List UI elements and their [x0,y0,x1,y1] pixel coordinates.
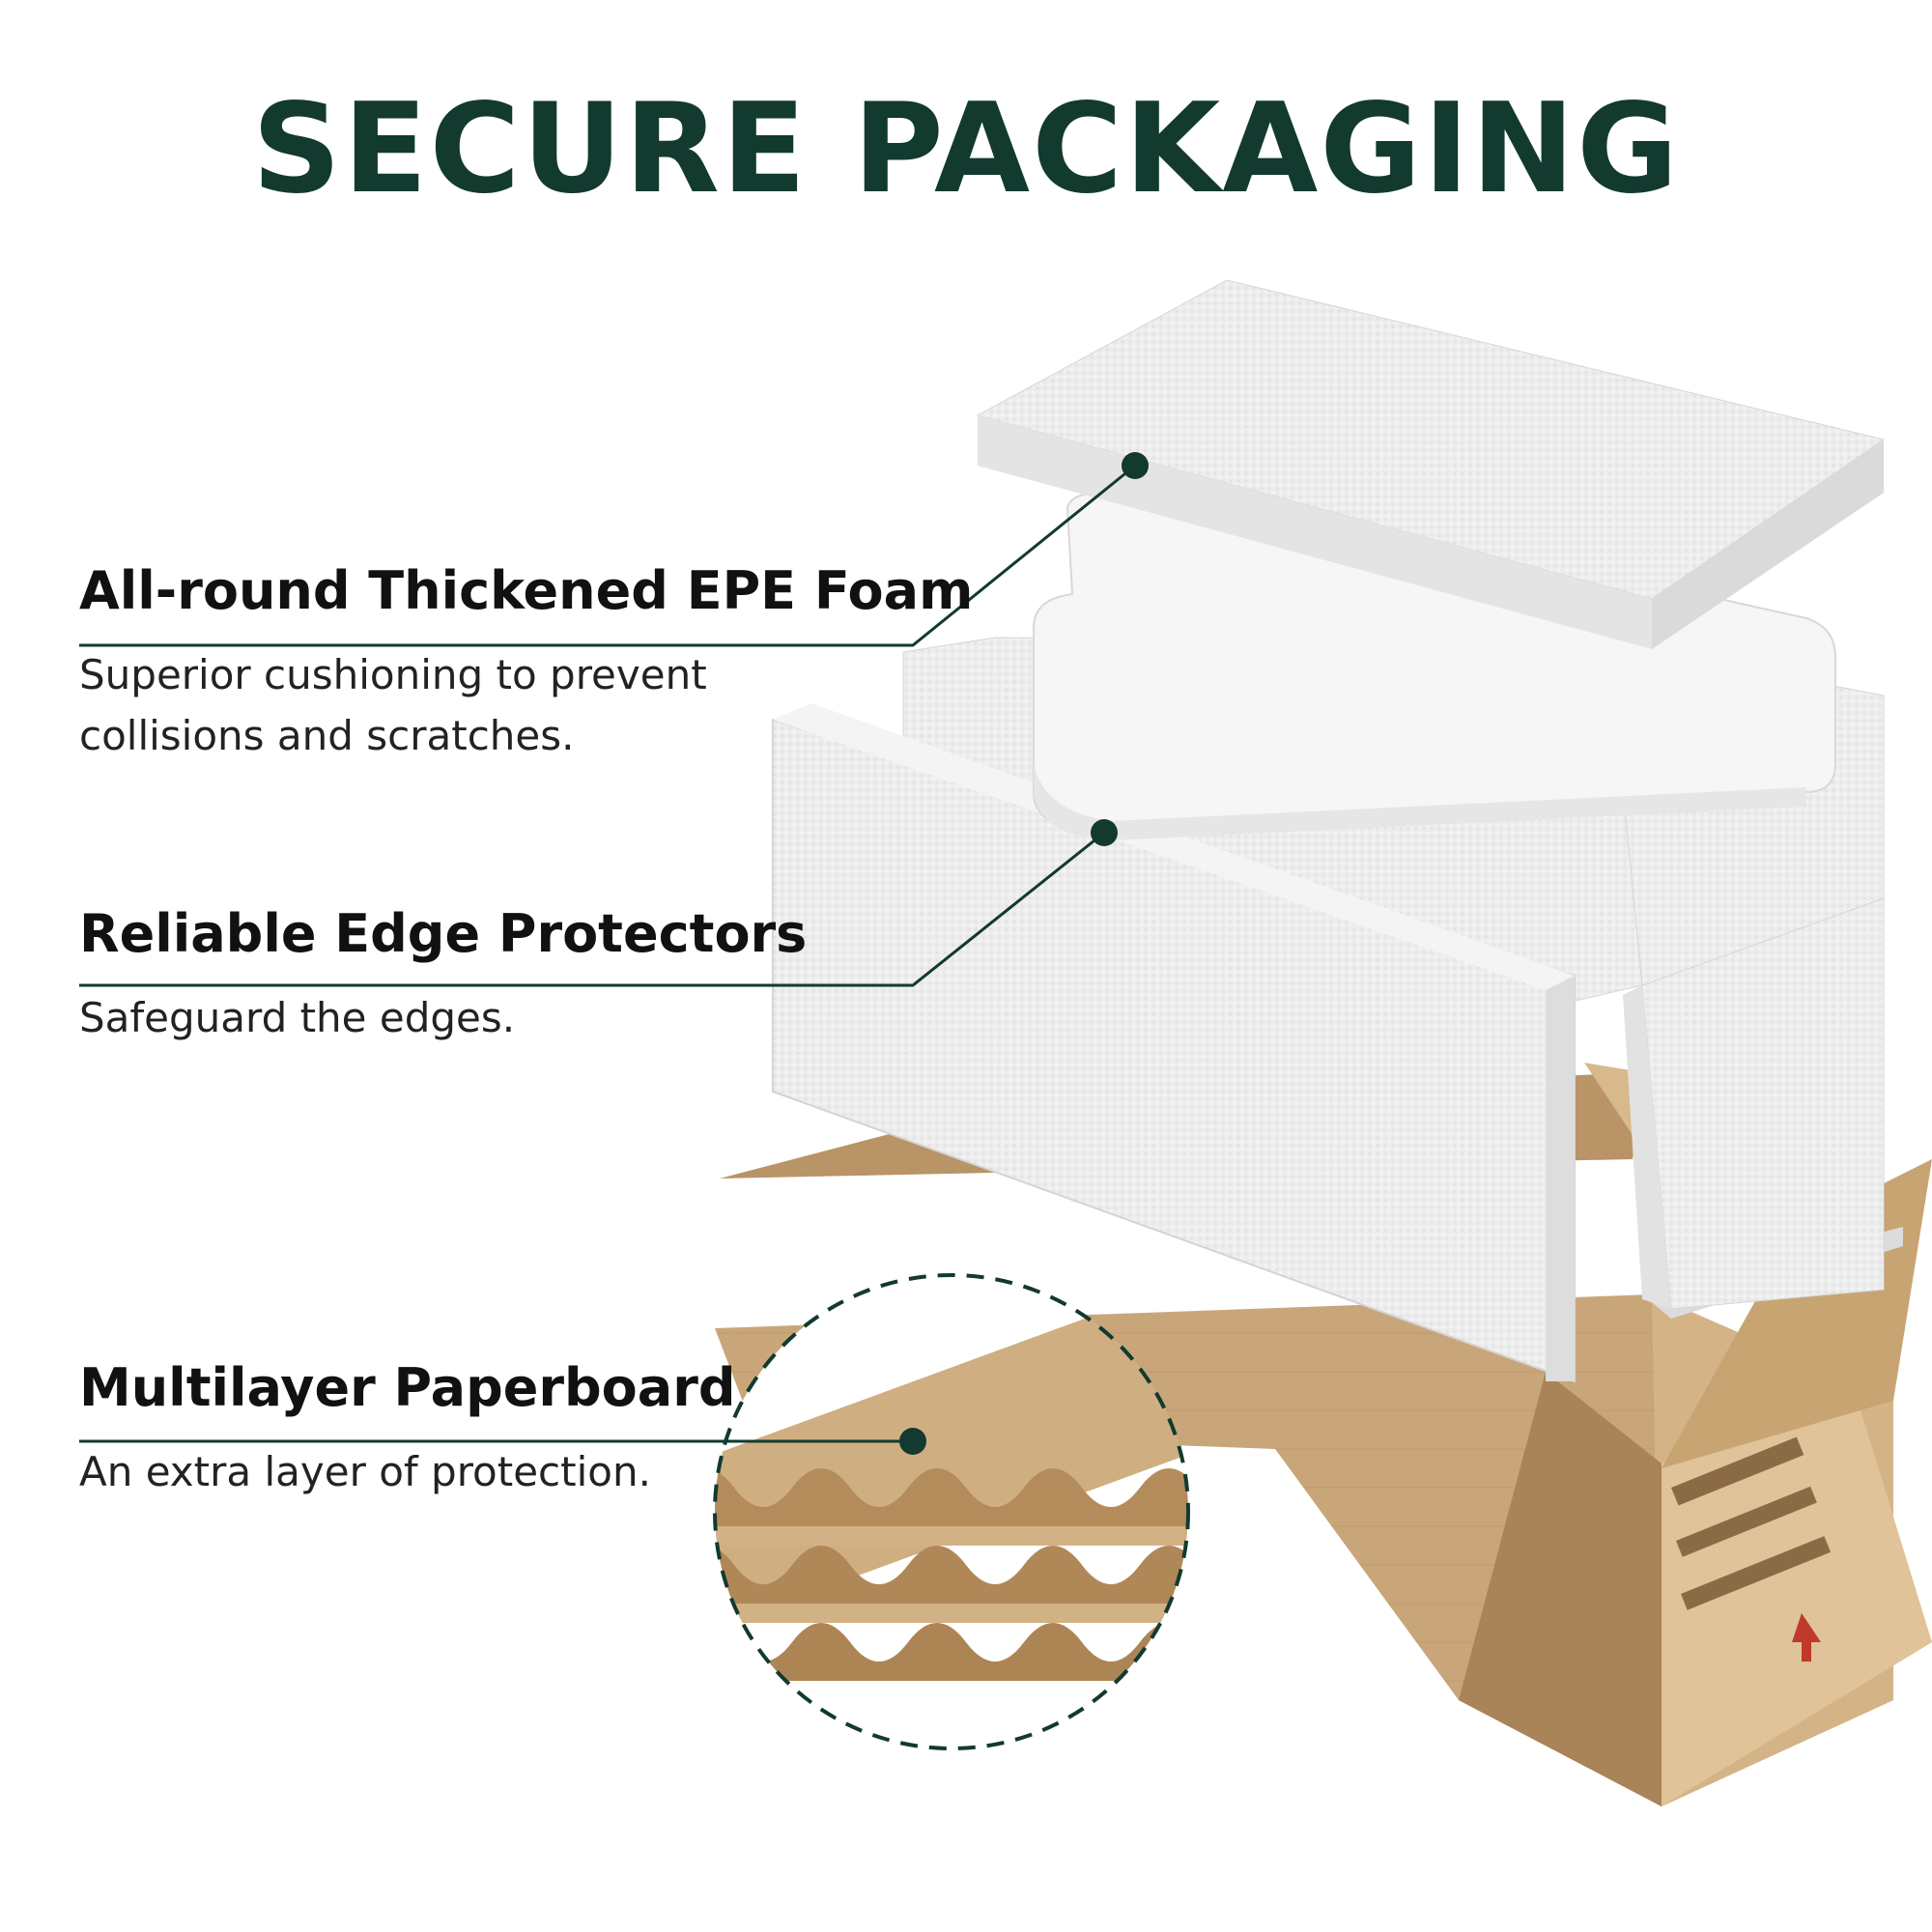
description-line: An extra layer of protection. [79,1447,651,1495]
feature-heading: Multilayer Paperboard [79,1357,736,1418]
feature-epe-foam: All-round Thickened EPE Foam Superior cu… [79,560,973,766]
feature-description: An extra layer of protection. [79,1441,736,1502]
foam-protectors [772,279,1903,1383]
description-line: collisions and scratches. [79,711,575,759]
description-line: Superior cushioning to prevent [79,650,707,698]
feature-heading: All-round Thickened EPE Foam [79,560,974,621]
feature-edge-protectors: Reliable Edge Protectors Safeguard the e… [79,903,807,1048]
marker-dot-foam [1122,452,1149,479]
description-line: Safeguard the edges. [79,993,516,1041]
marker-dot-edge [1091,819,1118,846]
leader-line-foam [79,464,1136,647]
feature-paperboard: Multilayer Paperboard An extra layer of … [79,1357,736,1502]
leader-lines [79,452,1149,1455]
feature-description: Safeguard the edges. [79,987,807,1048]
feature-heading: Reliable Edge Protectors [79,903,808,964]
feature-description: Superior cushioning to prevent collision… [79,644,973,766]
marker-dot-paperboard [899,1428,926,1455]
corrugated-detail [713,1273,1190,1750]
page-title: SECURE PACKAGING [251,77,1681,221]
leader-line-edge [79,831,1105,987]
